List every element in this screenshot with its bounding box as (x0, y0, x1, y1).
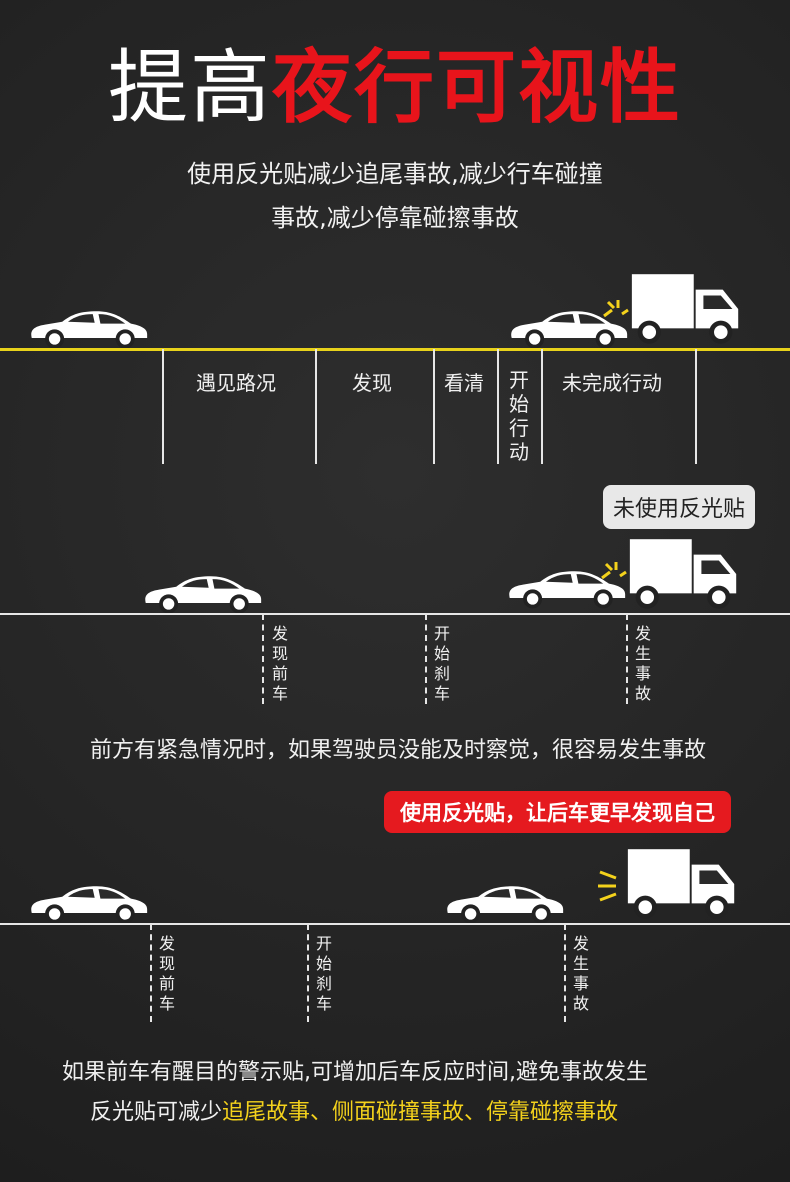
title-part-white: 提高 (108, 41, 272, 134)
divider (497, 349, 499, 464)
segment-label: 发现 (352, 371, 392, 395)
divider (162, 349, 164, 464)
marker-label: 开始刹车 (433, 624, 450, 703)
marker-label: 发现前车 (271, 624, 288, 703)
dashed-marker (307, 924, 309, 1022)
footer-prefix: 反光贴可减少 (90, 1100, 223, 1125)
car-icon (140, 570, 264, 614)
footer-highlight: 追尾故事、侧面碰撞事故、停靠碰擦事故 (222, 1100, 619, 1125)
truck-icon (628, 270, 744, 348)
dashed-marker (150, 924, 152, 1022)
dashed-marker (626, 614, 628, 704)
section2-caption: 前方有紧急情况时，如果驾驶员没能及时察觉，很容易发生事故 (90, 738, 707, 763)
dashed-marker (564, 924, 566, 1022)
dashed-marker (425, 614, 427, 704)
impact-icon (601, 562, 627, 580)
marker-label: 开始刹车 (315, 934, 332, 1013)
marker-label: 发现前车 (158, 934, 175, 1013)
reflector-badge: 使用反光贴，让后车更早发现自己 (384, 791, 731, 833)
car-icon (26, 880, 150, 924)
footer-line1: 如果前车有醒目的警示贴,可增加后车反应时间,避免事故发生 (62, 1060, 648, 1085)
dashed-marker (262, 614, 264, 704)
marker-label: 发生事故 (634, 624, 651, 703)
divider (695, 349, 697, 464)
impact-icon (603, 300, 629, 318)
segment-label: 遇见路况 (196, 371, 276, 395)
segment-label-vertical: 开始行动 (509, 368, 529, 464)
car-icon (26, 305, 150, 349)
reflector-glow-icon (598, 870, 617, 902)
road-line (0, 923, 790, 925)
road-line (0, 613, 790, 615)
footer-line2: 反光贴可减少追尾故事、侧面碰撞事故、停靠碰擦事故 (90, 1094, 618, 1126)
segment-label: 未完成行动 (562, 371, 662, 395)
divider (433, 349, 435, 464)
divider (315, 349, 317, 464)
page-title: 提高夜行可视性 (0, 40, 790, 136)
truck-icon (626, 535, 742, 613)
no-reflector-badge: 未使用反光贴 (603, 485, 756, 529)
car-icon (442, 880, 566, 924)
segment-label: 看清 (444, 371, 484, 395)
subtitle-line1: 使用反光贴减少追尾事故,减少行车碰撞 (187, 160, 603, 188)
truck-icon (624, 845, 740, 923)
title-part-red: 夜行可视性 (272, 41, 682, 134)
divider (541, 349, 543, 464)
subtitle-line2: 事故,减少停靠碰擦事故 (271, 204, 519, 232)
marker-label: 发生事故 (572, 934, 589, 1013)
road-line (0, 348, 790, 351)
